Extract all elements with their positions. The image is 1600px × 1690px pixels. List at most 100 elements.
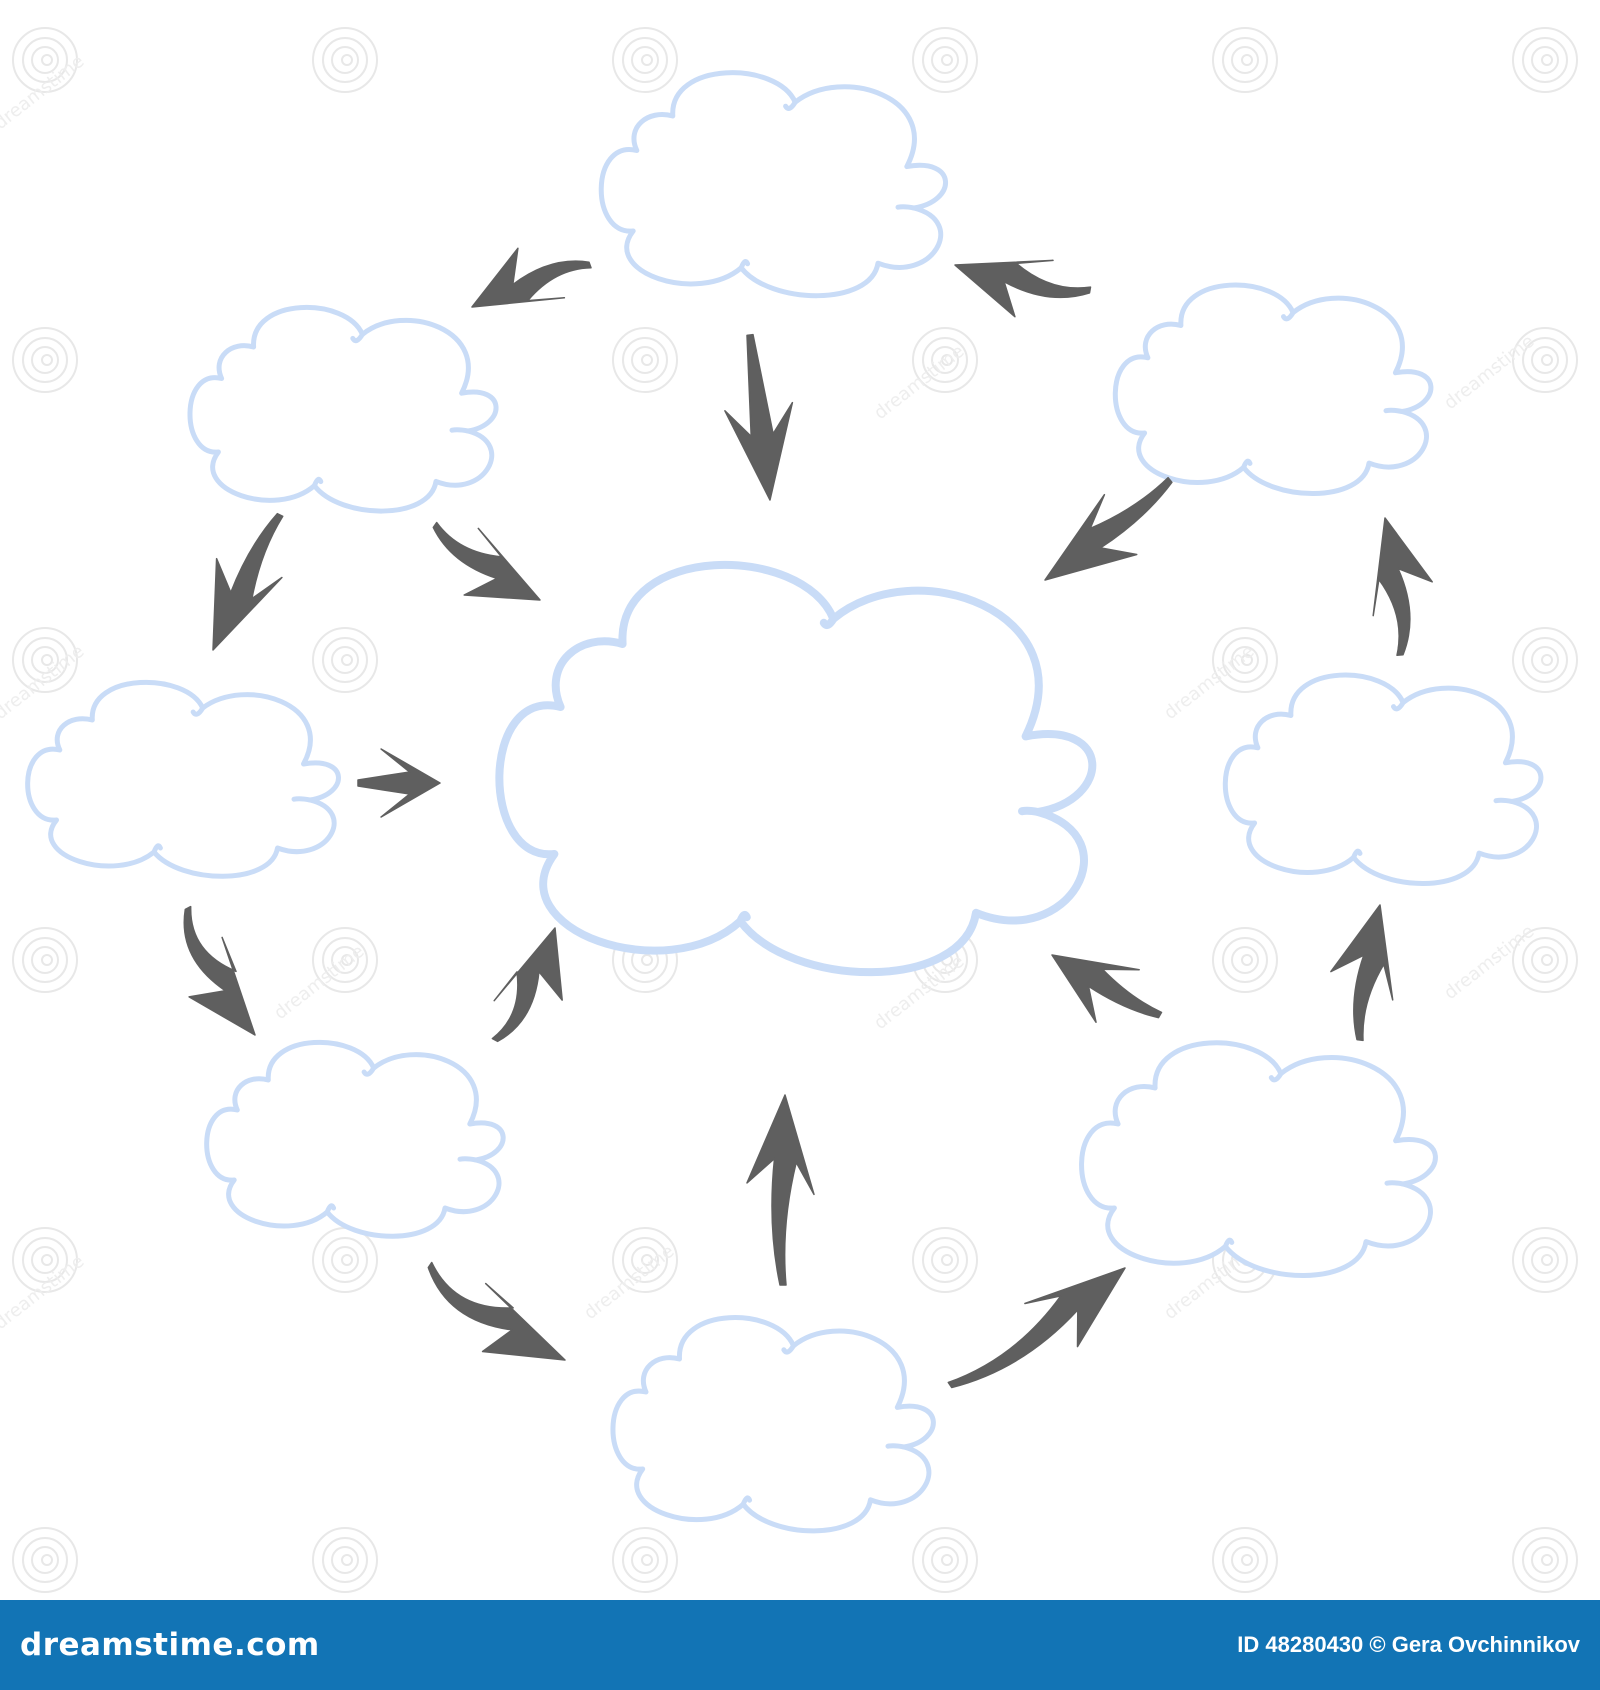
watermark-logo-icon — [1212, 627, 1278, 693]
cloud-curl — [151, 843, 163, 855]
center-cloud — [495, 560, 1097, 977]
watermark-logo-icon — [312, 1227, 378, 1293]
cloud-upper-left — [187, 305, 499, 514]
arrow-cloud-top-to-center-cloud — [724, 333, 794, 501]
cloud-upper-right — [1112, 282, 1434, 496]
cloud-curl — [1493, 797, 1515, 804]
watermark-logo-icon — [612, 327, 678, 393]
watermark-logo-icon — [612, 1527, 678, 1593]
cloud-curl — [738, 259, 751, 271]
watermark-logo-icon — [1512, 327, 1578, 393]
watermark-logo-icon — [312, 927, 378, 993]
arrow-cloud-bottom-to-center-cloud — [746, 1094, 815, 1286]
arrow-cloud-top-to-cloud-upper-left — [471, 247, 592, 308]
arrow-cloud-lower-left-to-center-cloud — [491, 927, 563, 1043]
cloud-curl — [190, 705, 206, 717]
watermark-logo-icon — [12, 627, 78, 693]
watermark-logo-icon — [1212, 27, 1278, 93]
diagram-canvas: dreamstime dreamstime dreamstime dreamstime… — [0, 27, 1578, 1593]
watermark-logo-icon — [1512, 27, 1578, 93]
cloud-curl — [819, 614, 838, 629]
arrow-cloud-upper-right-to-cloud-top — [954, 259, 1092, 318]
watermark-logo-icon — [912, 327, 978, 393]
arrow-cloud-upper-right-to-center-cloud — [1044, 476, 1173, 581]
watermark-logo-icon — [1512, 627, 1578, 693]
cloud-flow-diagram: dreamstime dreamstime dreamstime dreamstime… — [0, 27, 1578, 1593]
arrows-layer — [183, 247, 1433, 1389]
watermark-logo-icon — [312, 27, 378, 93]
watermark-logo-icon — [1512, 927, 1578, 993]
cloud-curl — [350, 331, 365, 344]
cloud-outline — [1079, 1040, 1438, 1278]
watermark-logo-icon — [312, 1527, 378, 1593]
cloud-outline — [1222, 672, 1544, 886]
arrow-cloud-bottom-to-cloud-lower-right — [947, 1267, 1126, 1389]
watermark-logo-icon — [12, 327, 78, 393]
watermark-logo-icon — [612, 27, 678, 93]
watermark-text: dreamstime — [580, 1241, 678, 1324]
cloud-lower-right — [1079, 1040, 1438, 1278]
cloud-curl — [1241, 458, 1253, 470]
watermark-logo-icon — [1512, 1527, 1578, 1593]
stock-footer-bar: dreamstime.com ID 48280430 © Gera Ovchin… — [0, 1600, 1600, 1690]
cloud-curl — [1384, 1180, 1406, 1187]
watermark-logo-icon — [1212, 927, 1278, 993]
dreamstime-logo: dreamstime.com — [20, 1627, 320, 1663]
cloud-curl — [1018, 806, 1042, 816]
cloud-outline — [204, 1039, 506, 1239]
cloud-curl — [311, 476, 324, 489]
cloud-curl — [740, 1495, 753, 1507]
watermark-logo-icon — [12, 27, 78, 93]
cloud-bottom — [610, 1315, 936, 1534]
watermark-logo-icon — [912, 1227, 978, 1293]
arrow-cloud-lower-right-to-center-cloud — [1051, 954, 1163, 1023]
arrow-cloud-upper-left-to-center-cloud — [432, 521, 541, 601]
watermark-logo-icon — [1212, 1527, 1278, 1593]
cloud-lower-left — [204, 1039, 506, 1239]
arrow-cloud-upper-left-to-cloud-left — [212, 512, 284, 651]
watermark-text: dreamstime — [270, 941, 368, 1024]
watermark-logo-icon — [312, 627, 378, 693]
cloud-curl — [1383, 407, 1405, 414]
cloud-curl — [885, 1443, 907, 1450]
cloud-curl — [449, 427, 471, 434]
cloud-curl — [1281, 310, 1296, 322]
clouds-layer — [25, 70, 1544, 1534]
cloud-outline — [1112, 282, 1434, 496]
cloud-outline — [610, 1315, 936, 1534]
arrow-cloud-left-to-cloud-lower-left — [183, 905, 256, 1036]
cloud-curl — [1222, 1237, 1235, 1249]
cloud-left — [25, 679, 341, 879]
cloud-outline — [25, 679, 341, 879]
arrow-cloud-right-to-cloud-upper-right — [1372, 517, 1433, 657]
cloud-outline — [187, 305, 499, 514]
watermark-text: dreamstime — [870, 341, 968, 424]
watermark-logo-icon — [12, 927, 78, 993]
cloud-curl — [324, 1203, 337, 1215]
arrow-cloud-lower-left-to-cloud-bottom — [427, 1261, 566, 1361]
watermark-logo-icon — [12, 1227, 78, 1293]
image-credit: ID 48280430 © Gera Ovchinnikov — [1237, 1632, 1580, 1657]
cloud-curl — [361, 1065, 377, 1077]
cloud-right — [1222, 672, 1544, 886]
arrow-cloud-left-to-center-cloud — [357, 748, 441, 818]
cloud-curl — [291, 796, 313, 803]
watermark-logo-icon — [12, 1527, 78, 1593]
cloud-curl — [783, 99, 798, 111]
cloud-outline — [495, 560, 1097, 977]
watermark-text: dreamstime — [1440, 331, 1538, 414]
cloud-curl — [457, 1156, 479, 1163]
arrow-cloud-lower-right-to-cloud-right — [1330, 904, 1394, 1042]
cloud-curl — [1351, 848, 1363, 860]
cloud-top — [598, 70, 948, 299]
cloud-curl — [736, 910, 751, 926]
cloud-curl — [1391, 700, 1406, 712]
cloud-curl — [781, 1343, 796, 1355]
watermark-logo-icon — [1512, 1227, 1578, 1293]
watermark-logo-icon — [612, 1227, 678, 1293]
cloud-curl — [1268, 1071, 1284, 1083]
cloud-outline — [598, 70, 948, 299]
cloud-curl — [895, 204, 917, 211]
watermark-logo-icon — [912, 27, 978, 93]
watermark-logo-icon — [912, 1527, 978, 1593]
